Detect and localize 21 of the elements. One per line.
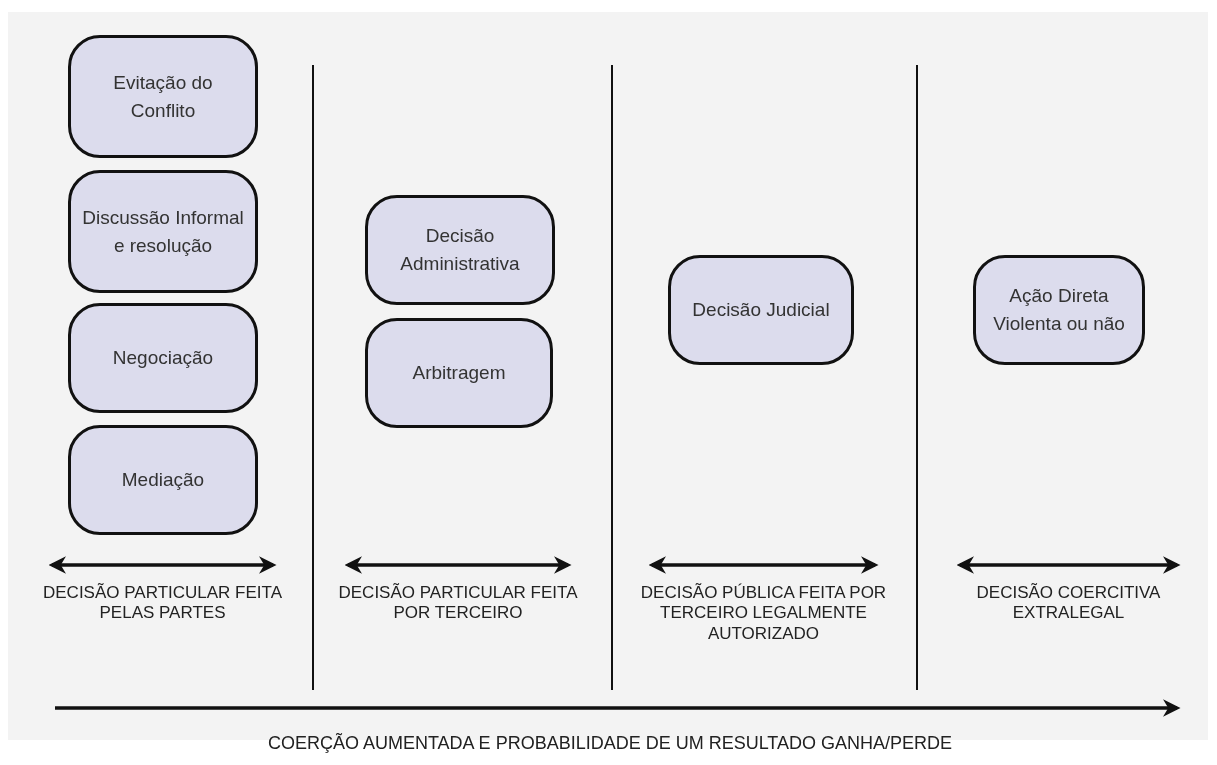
category-label: DECISÃO COERCITIVA EXTRALEGAL (975, 583, 1162, 624)
box-label: Evitação do Conflito (112, 70, 214, 123)
box-label: Decisão Administrativa (399, 224, 521, 276)
box-label: Arbitragem (411, 361, 507, 386)
rounded-box (68, 170, 258, 293)
axis-label: COERÇÃO AUMENTADA E PROBABILIDADE DE UM RESULTADO GANHA/PERDE (266, 733, 954, 755)
rounded-box (68, 425, 258, 535)
box-label: Ação Direta Violenta ou não (992, 284, 1126, 336)
rounded-box (668, 255, 854, 365)
box-label: Decisão Judicial (691, 298, 831, 323)
box-label: Negociação (111, 346, 215, 371)
category-label: DECISÃO PARTICULAR FEITA POR TERCEIRO (337, 583, 579, 624)
category-label: DECISÃO PARTICULAR FEITA PELAS PARTES (42, 583, 283, 624)
rounded-box (973, 255, 1145, 365)
box-label: Mediação (120, 468, 206, 493)
rounded-box (68, 35, 258, 158)
box-label: Discussão Informal e resolução (81, 205, 245, 258)
rounded-box (68, 303, 258, 413)
rounded-box (365, 195, 555, 305)
rounded-box (365, 318, 553, 428)
category-label: DECISÃO PÚBLICA FEITA POR TERCEIRO LEGALMENTE AUTORIZADO (639, 583, 888, 645)
